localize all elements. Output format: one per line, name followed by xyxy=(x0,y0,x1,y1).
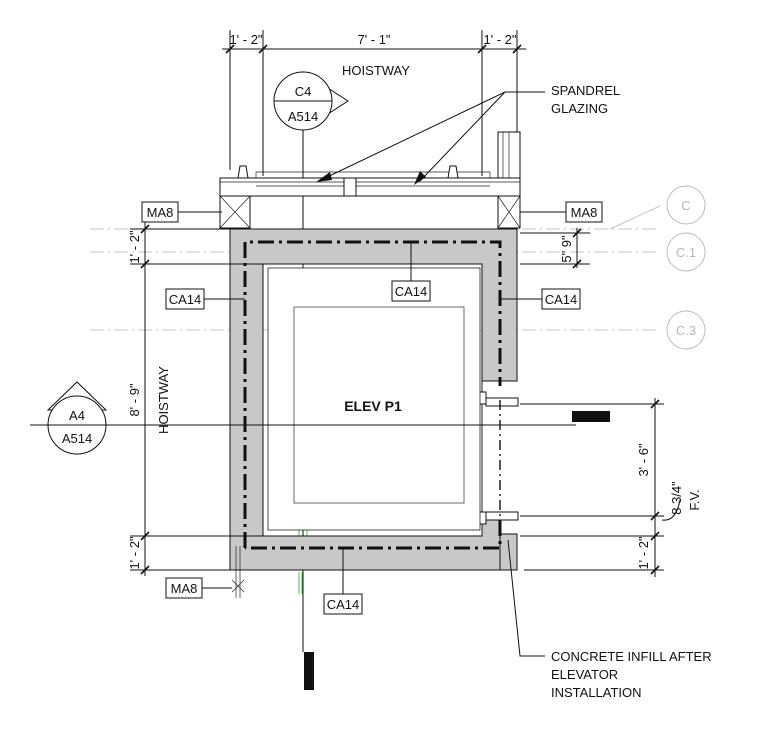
section-cut-end-right xyxy=(572,411,610,422)
tag-ca14-top-text: CA14 xyxy=(395,284,428,299)
infill-label-2: ELEVATOR xyxy=(551,667,618,682)
door-opening xyxy=(477,381,519,536)
dim-top-center: 7' - 1" xyxy=(357,32,390,47)
grid-label-c3: C.3 xyxy=(676,323,696,338)
grid-lines xyxy=(90,205,661,331)
grid-label-c1: C.1 xyxy=(676,245,696,260)
grid-bubble-c: C xyxy=(666,185,706,225)
elevator-car xyxy=(293,306,465,504)
grid-bubble-c1: C.1 xyxy=(666,232,706,272)
dim-fv: 8 3/4" xyxy=(669,481,684,515)
tag-ca14-right: CA14 xyxy=(500,288,581,310)
c4-sheet: A514 xyxy=(288,109,318,124)
hoistway-side-label: HOISTWAY xyxy=(156,366,171,434)
left-dimension-string: 1' - 2" 8' - 9" 1' - 2" xyxy=(127,222,263,576)
dim-left-upper: 1' - 2" xyxy=(127,230,142,263)
right-dimension-main: 3' - 6" 1' - 2" 8 3/4" F.V. xyxy=(520,398,702,577)
tag-ma8-left: MA8 xyxy=(141,201,222,223)
a4-sheet: A514 xyxy=(62,431,92,446)
tag-ca14-bottom-text: CA14 xyxy=(327,597,360,612)
infill-label-1: CONCRETE INFILL AFTER xyxy=(551,649,712,664)
dim-right-small: 5" 9" xyxy=(559,235,574,263)
dim-right-lower: 1' - 2" xyxy=(636,536,651,569)
tag-ma8-bottom-text: MA8 xyxy=(171,581,198,596)
a4-id: A4 xyxy=(69,408,85,423)
right-dimension-small: 5" 9" xyxy=(520,228,590,269)
concrete-infill-area xyxy=(499,533,518,571)
hoistway-top-label: HOISTWAY xyxy=(342,63,410,78)
elevator-label: ELEV P1 xyxy=(344,398,402,414)
dim-right-main: 3' - 6" xyxy=(636,443,651,476)
c4-id: C4 xyxy=(295,84,312,99)
dim-top-right: 1' - 2" xyxy=(483,32,516,47)
section-marker-a4: A4 A514 xyxy=(30,381,108,455)
grid-label-c: C xyxy=(681,198,690,213)
spandrel-leaders xyxy=(316,91,545,185)
tag-ca14-left: CA14 xyxy=(165,288,245,310)
tag-ca14-top: CA14 xyxy=(391,242,431,302)
grid-bubble-c3: C.3 xyxy=(666,310,706,350)
top-dimension-string: 1' - 2" 7' - 1" 1' - 2" xyxy=(222,30,526,176)
fire-rating-line xyxy=(243,240,502,550)
tag-ca14-bottom: CA14 xyxy=(323,548,363,615)
section-cut-end-bottom xyxy=(304,652,314,690)
dim-top-left: 1' - 2" xyxy=(229,32,262,47)
tag-ma8-bottom: MA8 xyxy=(165,546,245,599)
tag-ma8-left-text: MA8 xyxy=(147,205,174,220)
spandrel-label-1: SPANDREL xyxy=(551,83,620,98)
section-marker-c4: C4 A514 xyxy=(273,71,349,131)
dim-left-main: 8' - 9" xyxy=(127,383,142,416)
tag-ca14-right-text: CA14 xyxy=(545,292,578,307)
dim-left-lower: 1' - 2" xyxy=(127,536,142,569)
tag-ma8-right: MA8 xyxy=(520,201,603,223)
spandrel-label-2: GLAZING xyxy=(551,101,608,116)
infill-leader xyxy=(507,539,545,657)
dim-fv-label: F.V. xyxy=(687,489,702,510)
tag-ca14-left-text: CA14 xyxy=(169,292,202,307)
spandrel-glazing xyxy=(219,131,521,229)
infill-label-3: INSTALLATION xyxy=(551,685,642,700)
tag-ma8-right-text: MA8 xyxy=(571,205,598,220)
